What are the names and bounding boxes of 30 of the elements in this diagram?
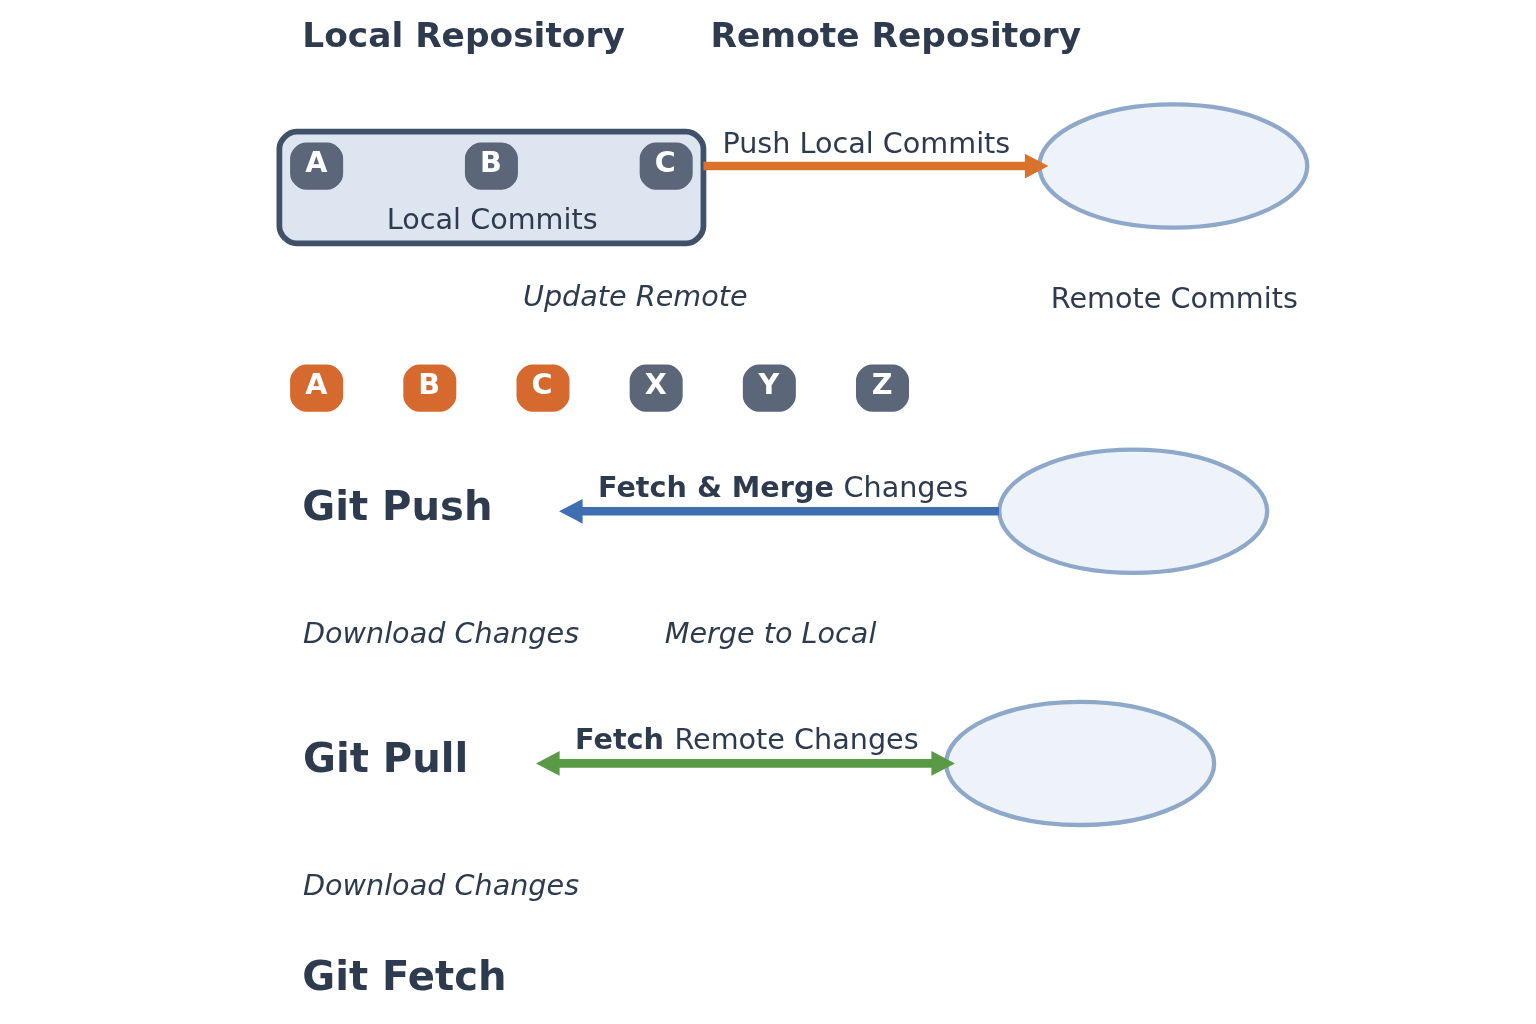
label: Local Repository (302, 15, 625, 56)
node-box: B (464, 142, 518, 190)
cluster (276, 128, 707, 247)
node-cloud (1037, 102, 1310, 230)
edge-label: Push Local Commits (722, 126, 1011, 161)
node-box: A (290, 142, 344, 190)
node-box: C (516, 364, 570, 412)
label: Update Remote (522, 279, 748, 314)
node-box: A (290, 364, 344, 412)
node-cloud (997, 447, 1270, 576)
label: Download Changes (303, 868, 580, 903)
node-box: C (639, 142, 693, 190)
edge-label: Fetch & Merge Changes (598, 469, 969, 504)
edge-label: Fetch Remote Changes (575, 722, 919, 757)
node-label: Remote Commits (1050, 280, 1298, 315)
label: Merge to Local (664, 616, 877, 651)
node-label: Local Commits (386, 202, 598, 237)
label: Remote Repository (710, 15, 1082, 56)
label: Git Pull (303, 734, 469, 781)
node-box: X (629, 364, 683, 412)
node-box: Y (742, 364, 796, 412)
node-box: B (403, 364, 457, 412)
arrow (703, 153, 1049, 179)
arrow (536, 751, 955, 776)
label: Download Changes (303, 616, 580, 651)
label: Git Fetch (302, 953, 507, 1000)
node-box: Z (856, 364, 909, 412)
label: Git Push (302, 482, 493, 529)
node-cloud (944, 699, 1217, 828)
arrow (559, 498, 999, 524)
